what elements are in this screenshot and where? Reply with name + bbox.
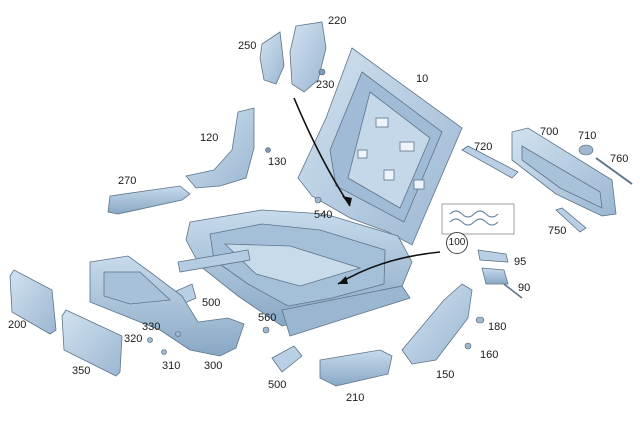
panel-350 — [61, 309, 123, 377]
part-label-540: 540 — [314, 209, 333, 221]
leader-lines — [293, 97, 441, 285]
part-label-10: 10 — [416, 73, 429, 85]
part-label-95: 95 — [514, 256, 527, 268]
part-label-160: 160 — [480, 349, 499, 361]
part-label-330: 330 — [142, 321, 161, 333]
part-label-310: 310 — [162, 360, 181, 372]
part-label-320: 320 — [124, 333, 143, 345]
spring-callout-box — [441, 203, 515, 235]
part-label-500-upper: 500 — [202, 297, 221, 309]
part-label-750: 750 — [548, 225, 567, 237]
part-label-350: 350 — [72, 365, 91, 377]
screw-560 — [262, 326, 270, 334]
part-label-560: 560 — [258, 312, 277, 324]
rail-270 — [107, 185, 191, 215]
side-cover-150 — [401, 283, 473, 365]
part-label-700: 700 — [540, 126, 559, 138]
part-label-710: 710 — [578, 130, 597, 142]
leader-arrowheads — [338, 196, 352, 284]
part-label-200: 200 — [8, 319, 27, 331]
panel-700 — [511, 127, 617, 217]
side-panel-120 — [185, 107, 255, 189]
motor-assembly-300 — [89, 255, 245, 357]
bracket-95 — [477, 249, 509, 263]
part-label-120: 120 — [200, 132, 219, 144]
screws-310-330 — [147, 331, 181, 355]
motor-90 — [481, 267, 523, 299]
part-label-150: 150 — [436, 369, 455, 381]
part-label-90: 90 — [518, 282, 531, 294]
cover-500-lower — [271, 345, 303, 373]
part-label-210: 210 — [346, 392, 365, 404]
backrest-frame — [297, 47, 463, 246]
seat-frame — [177, 209, 413, 337]
rod-760 — [595, 157, 633, 185]
cover-250 — [259, 31, 285, 85]
part-label-180: 180 — [488, 321, 507, 333]
strip-750 — [555, 207, 587, 233]
part-label-230: 230 — [316, 79, 335, 91]
trim-210 — [319, 349, 393, 387]
part-label-720: 720 — [474, 141, 493, 153]
screw-540 — [314, 196, 322, 204]
part-label-250: 250 — [238, 40, 257, 52]
clip-180 — [475, 316, 485, 324]
part-label-100: 100 — [446, 232, 468, 254]
part-label-500-lower: 500 — [268, 379, 287, 391]
part-label-270: 270 — [118, 175, 137, 187]
strip-720 — [461, 145, 519, 179]
clip-160 — [464, 342, 472, 350]
bolt-230 — [318, 68, 326, 76]
cover-220 — [289, 21, 327, 93]
part-label-130: 130 — [268, 156, 287, 168]
part-label-300: 300 — [204, 360, 223, 372]
clip-130 — [265, 147, 271, 153]
part-710 — [578, 144, 594, 156]
part-label-760: 760 — [610, 153, 629, 165]
part-label-220: 220 — [328, 15, 347, 27]
panel-200 — [9, 269, 57, 335]
